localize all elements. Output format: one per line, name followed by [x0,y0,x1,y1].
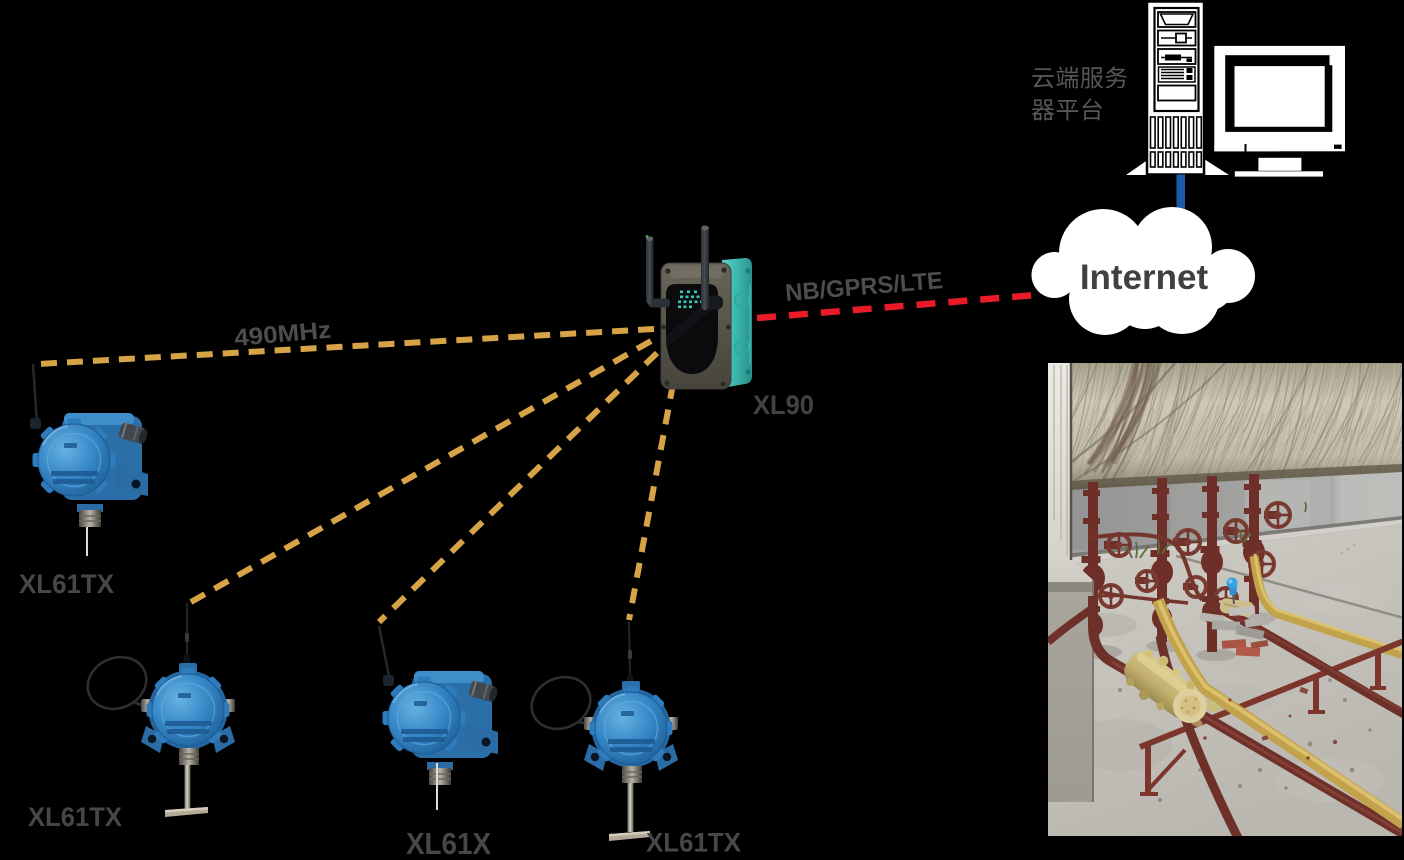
svg-text:XL90: XL90 [753,390,814,420]
svg-text:XL9000: XL9000 [680,270,709,279]
svg-text:XL61TX: XL61TX [646,828,741,858]
svg-text:Internet: Internet [1080,258,1209,297]
svg-text:XL61X: XL61X [406,826,491,860]
svg-text:XL61TX: XL61TX [28,802,122,832]
svg-text:XL61TX: XL61TX [19,569,114,599]
